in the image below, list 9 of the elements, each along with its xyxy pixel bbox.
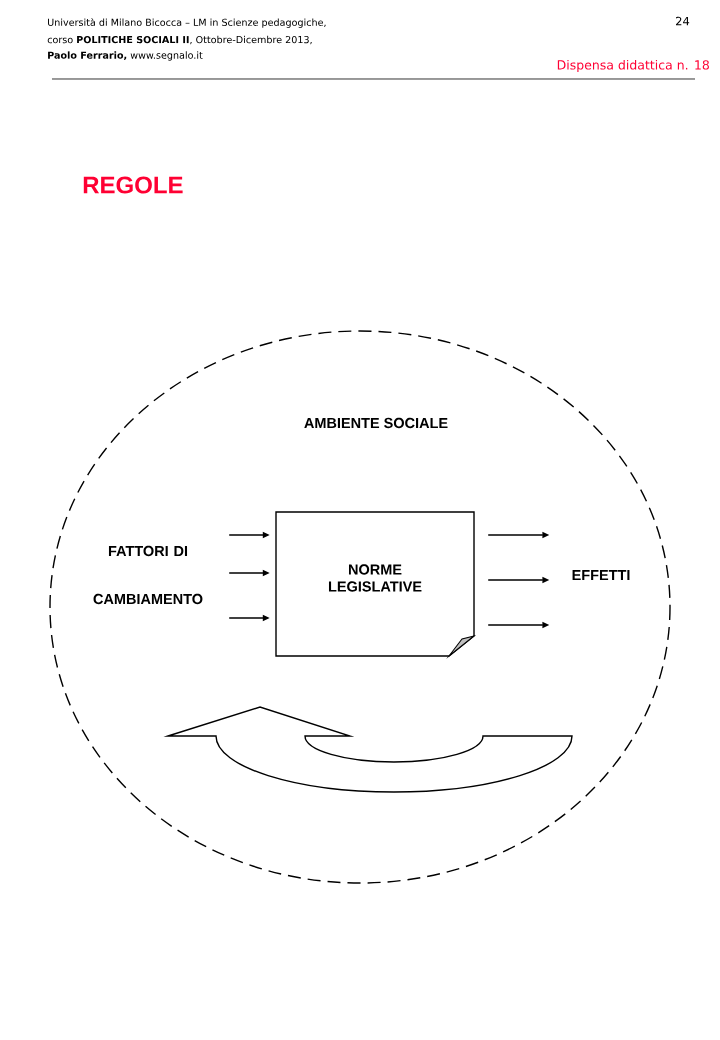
document-label: Dispensa didattica n. 18 [557,59,709,73]
header-text: Università di Milano Bicocca – LM in Scienze pedagogiche, [48,18,326,28]
document-box: NORME LEGISLATIVE [275,511,475,657]
page-number: 24 [676,16,690,26]
node-text: EFFETTI [572,570,630,580]
header-text: Paolo Ferrario, www.segnalo.it [48,51,203,61]
header-text: corso POLITICHE SOCIALI II, Ottobre-Dicembre 2013, [47,35,312,45]
title: REGOLE [83,176,183,194]
node-text: FATTORI DI CAMBIAMENTO [93,545,203,605]
